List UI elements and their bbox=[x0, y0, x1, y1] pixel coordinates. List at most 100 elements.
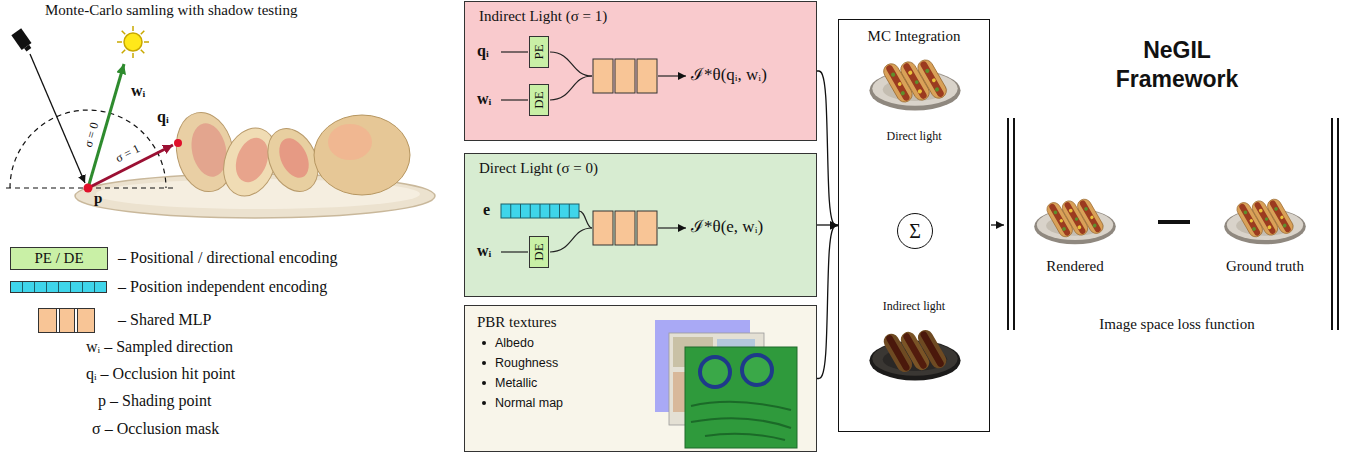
sun-icon bbox=[117, 26, 149, 58]
sun-icon-part bbox=[132, 53, 134, 58]
sum-circle: Σ bbox=[897, 213, 933, 249]
panel-title: PBR textures bbox=[477, 314, 557, 331]
mlp-wiring-part-part bbox=[550, 228, 592, 252]
camera-ray bbox=[30, 54, 85, 183]
panel-heading: Monte-Carlo samling with shadow testing bbox=[45, 2, 297, 19]
mlp-wiring-part-part bbox=[550, 76, 592, 100]
encoding-box: PE bbox=[529, 36, 549, 68]
legend-text: wᵢ – Sampled direction bbox=[86, 338, 233, 356]
merge-connector bbox=[817, 71, 838, 226]
mlp-wiring-part bbox=[615, 211, 635, 245]
bullet-dot bbox=[482, 341, 486, 345]
panel-title: Indirect Light (σ = 1) bbox=[479, 8, 607, 25]
sun-icon-part bbox=[141, 50, 145, 54]
camera-icon bbox=[11, 28, 33, 53]
direct-light-panel: DEDirect Light (σ = 0)ewᵢℐ*θ(e, wᵢ) bbox=[464, 153, 817, 297]
bullet-item: Metallic bbox=[495, 376, 537, 390]
bullet-dot bbox=[482, 381, 486, 385]
mc-integration-box: Σ MC IntegrationDirect lightIndirect ligh… bbox=[838, 19, 990, 432]
point-symbol: qᵢ bbox=[157, 108, 169, 126]
texture-thumbnails-part bbox=[742, 355, 772, 385]
mlp-wiring-part-part bbox=[569, 204, 570, 218]
mlp-wiring-part-part bbox=[658, 75, 686, 76]
direction-symbol: wᵢ bbox=[131, 82, 145, 100]
mlp-wiring-part bbox=[637, 211, 657, 245]
mlp-wiring-part bbox=[501, 204, 579, 218]
sun-icon-part bbox=[117, 41, 122, 43]
input-symbol: wᵢ bbox=[477, 242, 491, 260]
rendered-components-part bbox=[869, 57, 960, 110]
input-symbol: e bbox=[483, 201, 490, 219]
mlp-wiring-part bbox=[615, 59, 635, 93]
mlp-wiring-part-part bbox=[501, 251, 528, 252]
sun-icon-part bbox=[144, 41, 149, 43]
sun-icon-part bbox=[124, 33, 142, 51]
texture-thumbnails-part bbox=[691, 402, 791, 440]
plate-with-figs-part bbox=[230, 133, 274, 186]
swatch-label: PE / DE bbox=[34, 250, 83, 267]
bullet-dot bbox=[482, 401, 486, 405]
encoding-box: DE bbox=[529, 236, 549, 268]
bullet-dot bbox=[482, 361, 486, 365]
legend-text: qᵢ – Occlusion hit point bbox=[86, 365, 235, 383]
image-caption: Indirect light bbox=[839, 300, 989, 314]
texture-thumbnails-part bbox=[685, 347, 797, 448]
mlp-wiring-part-part bbox=[510, 204, 511, 218]
image-caption: Direct light bbox=[839, 130, 989, 144]
legend-swatch bbox=[38, 308, 95, 333]
legend-text: – Positional / directional encoding bbox=[118, 249, 338, 267]
mlp-wiring-part bbox=[593, 59, 613, 93]
norm-bars-part bbox=[1331, 118, 1333, 330]
sun-icon-part bbox=[122, 31, 126, 35]
box-title: MC Integration bbox=[839, 28, 989, 45]
encoding-box: DE bbox=[529, 84, 549, 116]
norm-bars-part bbox=[1007, 118, 1009, 330]
figure-title: NeGIL Framework bbox=[1097, 36, 1257, 94]
bullet-item: Roughness bbox=[495, 356, 558, 370]
mlp-wiring-part-part bbox=[579, 211, 592, 228]
encoding-label: PE bbox=[532, 44, 547, 59]
mlp-wiring-part-part bbox=[520, 204, 521, 218]
sum-symbol: Σ bbox=[909, 220, 921, 243]
encoding-label: DE bbox=[532, 243, 547, 260]
camera-icon-part bbox=[24, 45, 31, 52]
image-caption: Ground truth bbox=[1226, 258, 1304, 275]
shading-point-dot bbox=[84, 184, 93, 193]
mlp-wiring-part bbox=[637, 59, 657, 93]
mlp-wiring-part-part bbox=[549, 204, 550, 218]
rendered-image bbox=[1034, 197, 1116, 245]
loss-caption: Image space loss function bbox=[1099, 316, 1254, 333]
rendered-components-part bbox=[869, 327, 960, 380]
sun-icon-part bbox=[141, 31, 145, 35]
plate-with-figs-part bbox=[273, 133, 314, 182]
pbr-texture-panel: PBR texturesAlbedoRoughnessMetallicNorma… bbox=[464, 305, 817, 452]
mlp-wiring-part-part bbox=[501, 99, 528, 100]
output-symbol: ℐ*θ(qᵢ, wᵢ) bbox=[691, 65, 767, 85]
plate-with-figs bbox=[75, 107, 435, 218]
hit-point-dot bbox=[174, 139, 182, 147]
legend-text: σ – Occlusion mask bbox=[92, 420, 219, 438]
mlp-wiring-part-part bbox=[501, 51, 528, 52]
hemisphere bbox=[10, 110, 166, 188]
bullet-item: Normal map bbox=[495, 396, 563, 410]
plate-with-figs-part bbox=[314, 115, 410, 195]
sun-icon-part bbox=[132, 26, 134, 31]
texture-thumbnails-part bbox=[700, 357, 730, 387]
legend-text: – Position independent encoding bbox=[118, 278, 327, 296]
output-arrow bbox=[991, 224, 1004, 225]
input-symbol: wᵢ bbox=[477, 90, 491, 108]
mlp-wiring-part-part bbox=[540, 204, 541, 218]
ground-truth-image bbox=[1224, 197, 1306, 245]
mlp-wiring-part-part bbox=[530, 204, 531, 218]
mlp-wiring-part-part bbox=[550, 52, 592, 76]
point-symbol: p bbox=[94, 190, 102, 207]
norm-bars-part bbox=[1013, 118, 1015, 330]
indirect-light-panel: PEDEIndirect Light (σ = 1)qᵢwᵢℐ*θ(qᵢ, wᵢ… bbox=[464, 1, 817, 141]
sun-icon-part bbox=[122, 50, 126, 54]
image-caption: Rendered bbox=[1046, 258, 1103, 275]
legend-swatch bbox=[10, 281, 107, 293]
merge-connector bbox=[817, 226, 838, 379]
mlp-wiring-part-part bbox=[658, 227, 686, 228]
mlp-wiring-part-part bbox=[559, 204, 560, 218]
